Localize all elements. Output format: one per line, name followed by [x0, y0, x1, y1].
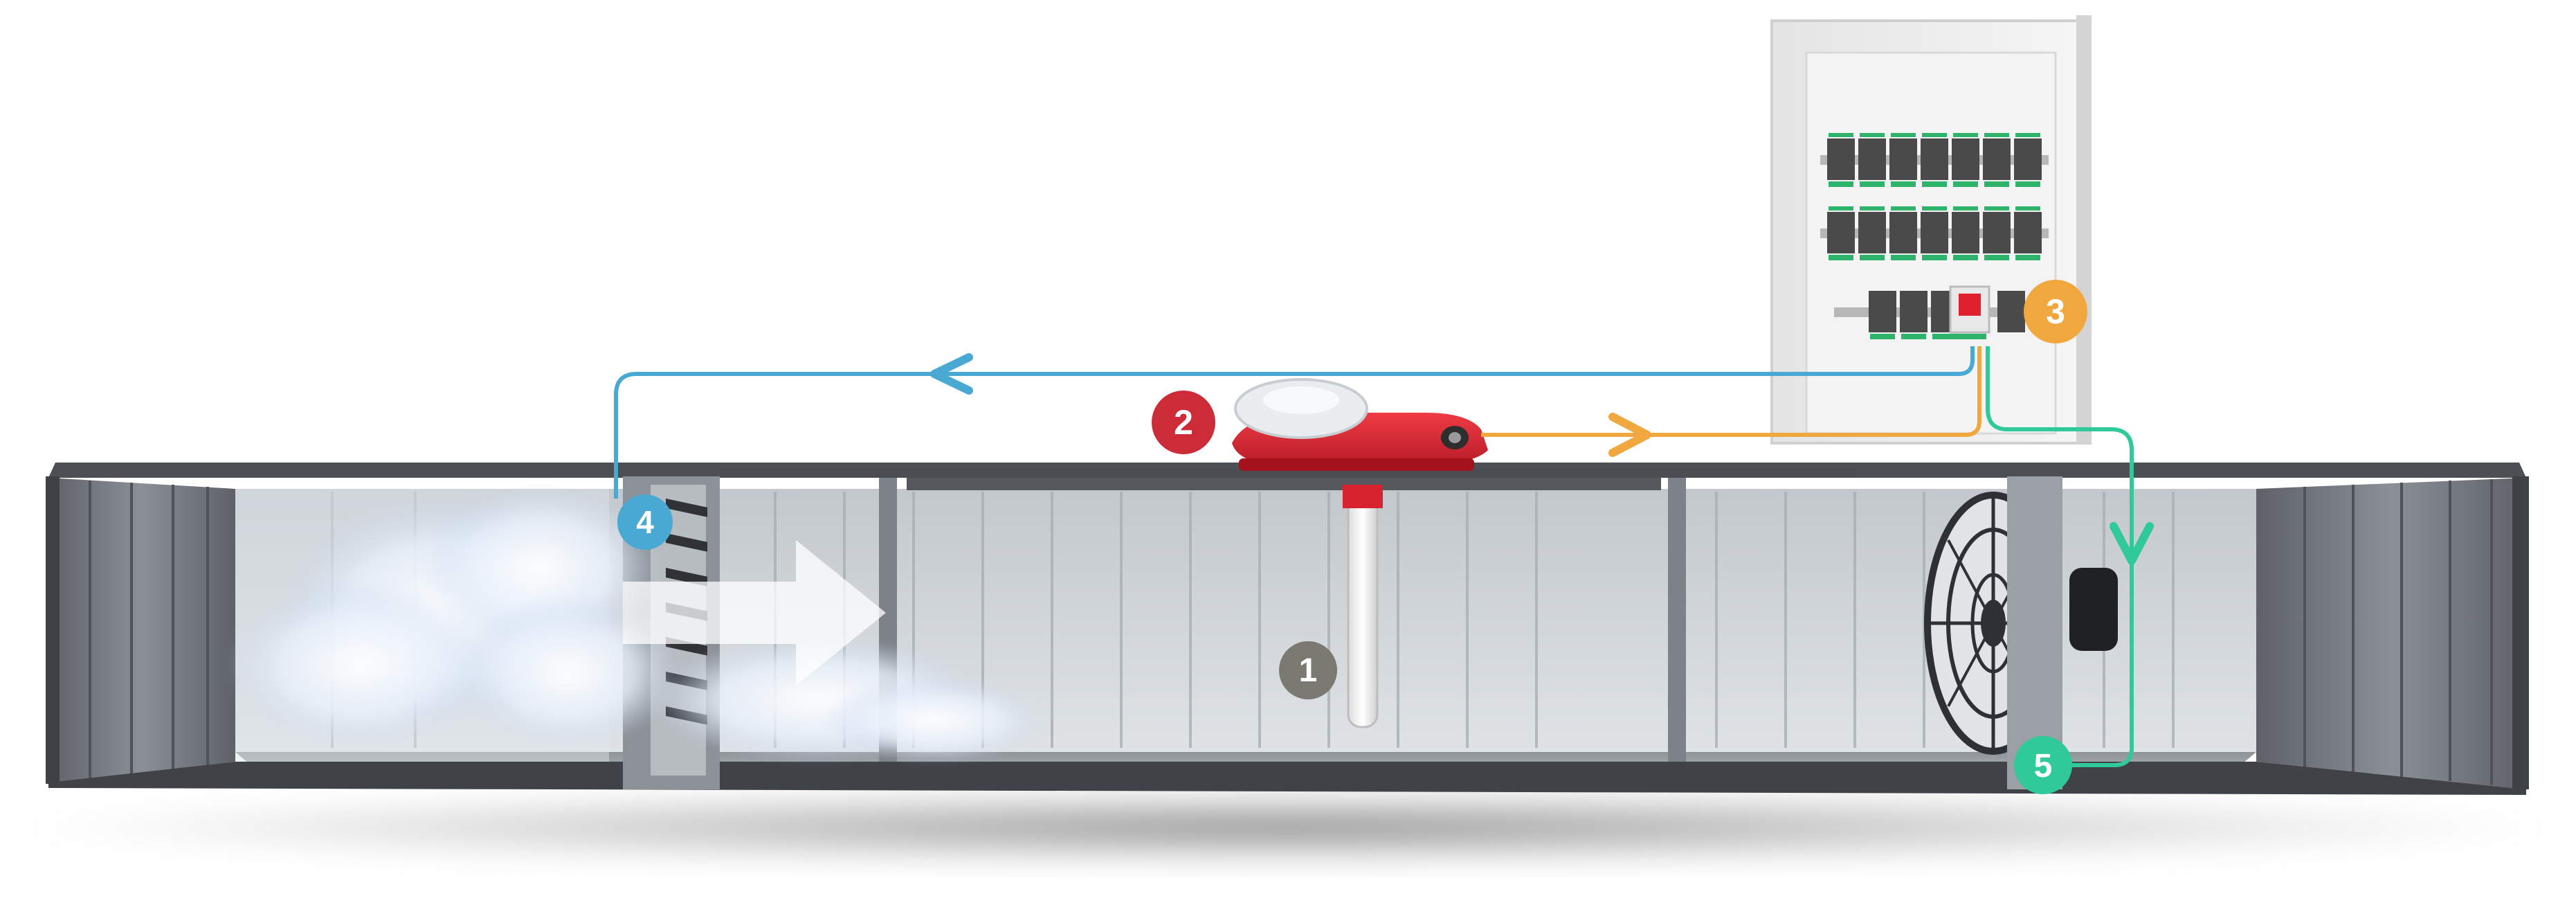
- marker-2: 2: [1152, 391, 1215, 454]
- duct-left-end-cap: [46, 476, 60, 784]
- fan-mount-frame: [2007, 476, 2062, 789]
- marker-5-label: 5: [2034, 748, 2053, 785]
- duct-joint-2: [1668, 478, 1686, 782]
- signal-line-blue: [614, 346, 1975, 499]
- module-row-2: [1827, 206, 2042, 260]
- detector-relay-module: [1949, 285, 1990, 339]
- duct-bottom-edge: [48, 762, 2526, 795]
- sampling-tube: [1347, 497, 1379, 728]
- smoke-cloud-icon: [228, 485, 1045, 762]
- duct-left-panel: [48, 478, 235, 782]
- marker-4: 4: [617, 494, 673, 550]
- module-row-3-end: [1997, 291, 2025, 332]
- duct-smoke-detector-icon: [1232, 378, 1488, 728]
- duct-top-section: [907, 478, 1661, 490]
- signal-arrow-green: [2110, 522, 2154, 565]
- detector-base: [1239, 458, 1474, 471]
- sampling-tube-collar: [1343, 485, 1383, 508]
- duct-right-ribs: [2303, 479, 2493, 785]
- signal-arrow-blue: [930, 353, 973, 395]
- airflow-arrow-icon: [623, 540, 886, 686]
- duct-right-panel: [2256, 478, 2526, 789]
- signal-line-green: [1986, 346, 2134, 767]
- marker-5: 5: [2014, 736, 2072, 794]
- fan-motor: [2069, 568, 2118, 651]
- duct-ground-shadow: [7, 786, 2568, 869]
- marker-1: 1: [1279, 641, 1337, 699]
- marker-3: 3: [2024, 280, 2087, 343]
- control-panel-icon: [1770, 15, 2092, 445]
- marker-2-label: 2: [1174, 403, 1193, 442]
- detector-dome-highlight: [1263, 386, 1339, 414]
- cabinet-side: [2076, 15, 2092, 443]
- marker-4-label: 4: [636, 504, 654, 540]
- marker-3-label: 3: [2046, 292, 2065, 331]
- module-row-3: [1869, 291, 1959, 339]
- signal-line-orange: [1481, 346, 1981, 437]
- duct-top-plate: [720, 468, 1855, 478]
- module-row-1: [1827, 133, 2042, 187]
- duct-right-end-cap: [2512, 476, 2529, 789]
- marker-1-label: 1: [1299, 652, 1318, 689]
- signal-arrow-orange: [1608, 413, 1651, 457]
- duct-left-ribs: [89, 481, 209, 778]
